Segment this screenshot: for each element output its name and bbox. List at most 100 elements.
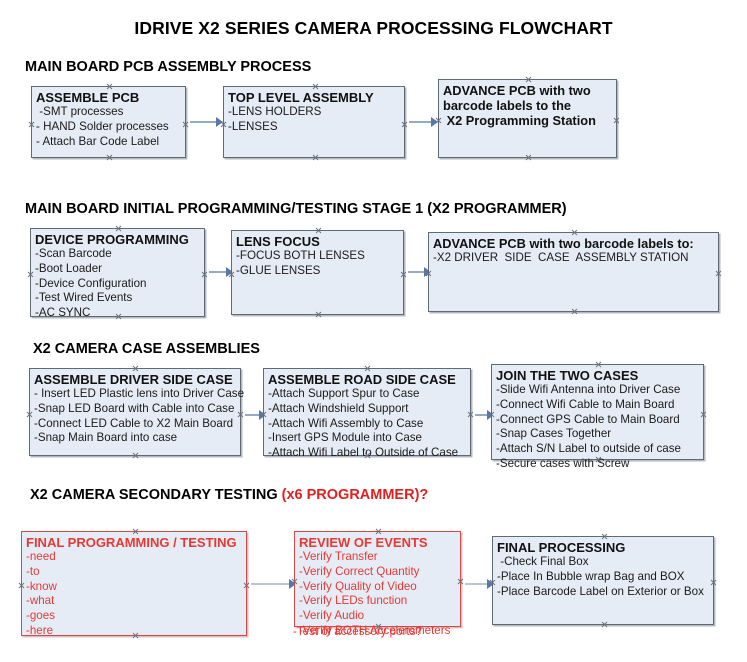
connector-handle-right[interactable] [700, 411, 707, 418]
node-body: -Check Final Box -Place In Bubble wrap B… [497, 555, 709, 599]
node-line: -Verify LEDs function [299, 594, 408, 608]
node-device-programming[interactable]: DEVICE PROGRAMMING -Scan Barcode -Boot L… [27, 225, 208, 319]
node-final-programming-testing[interactable]: FINAL PROGRAMMING / TESTING -need -to -k… [18, 528, 250, 637]
node-title: ADVANCE PCB with two barcode labels to t… [443, 83, 596, 129]
node-title: LENS FOCUS [236, 234, 320, 249]
connector-handle-top[interactable] [375, 528, 382, 535]
connector-review-to-final-processing [465, 583, 493, 585]
connector-handle-bottom[interactable] [601, 621, 608, 628]
connector-handle-right[interactable] [715, 270, 722, 277]
section-heading-x2-camera-case-assemblies: X2 CAMERA CASE ASSEMBLIES [33, 341, 260, 357]
connector-handle-right[interactable] [401, 121, 408, 128]
node-title: ADVANCE PCB with two barcode labels to: [433, 236, 694, 251]
connector-handle-top[interactable] [315, 227, 322, 234]
connector-handle-top[interactable] [595, 361, 602, 368]
node-advance-pcb-to-x2-programming-station[interactable]: ADVANCE PCB with two barcode labels to t… [438, 79, 617, 158]
section-heading-x2-camera-secondary-testing: X2 CAMERA SECONDARY TESTING (x6 PROGRAMM… [30, 487, 428, 503]
node-final-processing[interactable]: FINAL PROCESSING -Check Final Box -Place… [492, 536, 714, 625]
connector-handle-top[interactable] [525, 76, 532, 83]
connector-handle-top[interactable] [132, 365, 139, 372]
node-line: - Attach Bar Code Label [36, 134, 160, 148]
section-heading-accent: (x6 PROGRAMMER)? [281, 487, 429, 503]
node-line: -Insert GPS Module into Case [268, 431, 423, 445]
node-title: DEVICE PROGRAMMING [35, 232, 189, 247]
node-line: -Verify Correct Quantity [299, 565, 420, 579]
section-heading-text: MAIN BOARD INITIAL PROGRAMMING/TESTING S… [25, 201, 567, 217]
connector-handle-bottom[interactable] [312, 154, 319, 161]
node-body: -SMT processes - HAND Solder processes -… [36, 105, 181, 149]
connector-handle-left[interactable] [27, 271, 34, 278]
node-line: -LENS HOLDERS [228, 105, 322, 119]
connector-handle-bottom[interactable] [132, 452, 139, 459]
connector-road-case-to-join-cases [475, 414, 493, 416]
node-line: -Snap Cases Together [496, 427, 612, 441]
connector-handle-right[interactable] [201, 271, 208, 278]
connector-handle-right[interactable] [613, 117, 620, 124]
connector-lens-focus-to-advance-pcb-case [408, 271, 430, 273]
connector-handle-top[interactable] [115, 225, 122, 232]
connector-handle-bottom[interactable] [571, 308, 578, 315]
node-line: -know [26, 579, 57, 593]
connector-handle-bottom[interactable] [315, 311, 322, 318]
connector-handle-top[interactable] [132, 528, 139, 535]
node-join-the-two-cases[interactable]: JOIN THE TWO CASES -Slide Wifi Antenna i… [491, 361, 707, 470]
node-line: -need [26, 550, 56, 564]
node-line: -Secure cases with Screw [496, 456, 630, 470]
node-line: -here [26, 623, 54, 637]
node-title: FINAL PROGRAMMING / TESTING [26, 535, 237, 550]
node-line: -Slide Wifi Antenna into Driver Case [496, 383, 681, 397]
connector-driver-case-to-road-case [245, 414, 265, 416]
node-assemble-driver-side-case[interactable]: ASSEMBLE DRIVER SIDE CASE - Insert LED P… [26, 365, 244, 459]
node-body: -Slide Wifi Antenna into Driver Case -Co… [496, 383, 699, 471]
connector-handle-top[interactable] [106, 83, 113, 90]
connector-arrowhead [487, 410, 494, 420]
connector-arrowhead [424, 267, 431, 277]
connector-final-programming-to-review [251, 583, 295, 585]
connector-arrowhead [487, 579, 494, 589]
node-line: -Place Barcode Label on Exterior or Box [497, 584, 704, 598]
node-body: -FOCUS BOTH LENSES -GLUE LENSES [236, 249, 399, 278]
node-line: -Attach S/N Label to outside of case [496, 442, 681, 456]
connector-handle-right[interactable] [237, 411, 244, 418]
connector-handle-left[interactable] [28, 121, 35, 128]
node-title: REVIEW OF EVENTS [299, 535, 428, 550]
connector-handle-right[interactable] [400, 271, 407, 278]
node-overflow-line: -Test of accessory ports? [293, 625, 422, 638]
connector-handle-right[interactable] [467, 411, 474, 418]
node-assemble-pcb[interactable]: ASSEMBLE PCB -SMT processes - HAND Solde… [31, 86, 186, 158]
node-line: -Attach Wifi Label to Outside of Case [268, 446, 459, 460]
connector-handle-left[interactable] [18, 582, 25, 589]
node-line: - HAND Solder processes [36, 120, 169, 134]
section-heading-text: MAIN BOARD PCB ASSEMBLY PROCESS [25, 59, 312, 75]
node-title: ASSEMBLE ROAD SIDE CASE [268, 372, 456, 387]
connector-handle-right[interactable] [182, 121, 189, 128]
connector-handle-top[interactable] [571, 229, 578, 236]
node-line: -Device Configuration [35, 276, 147, 290]
node-title: JOIN THE TWO CASES [496, 368, 639, 383]
connector-handle-right[interactable] [710, 579, 717, 586]
connector-handle-top[interactable] [312, 83, 319, 90]
node-line: -Boot Loader [35, 262, 103, 276]
connector-handle-right[interactable] [243, 582, 250, 589]
node-top-level-assembly[interactable]: TOP LEVEL ASSEMBLY -LENS HOLDERS -LENSES [223, 86, 405, 158]
connector-handle-bottom[interactable] [525, 154, 532, 161]
connector-handle-bottom[interactable] [106, 154, 113, 161]
node-line: -Attach Windshield Support [268, 402, 409, 416]
connector-handle-top[interactable] [601, 533, 608, 540]
node-review-of-events[interactable]: REVIEW OF EVENTS -Verify Transfer -Verif… [293, 528, 464, 638]
connector-handle-left[interactable] [26, 411, 33, 418]
node-line: -Connect GPS Cable to Main Board [496, 412, 680, 426]
node-title: FINAL PROCESSING [497, 540, 626, 555]
node-advance-pcb-to-case-assembly-station[interactable]: ADVANCE PCB with two barcode labels to: … [428, 232, 719, 312]
node-lens-focus[interactable]: LENS FOCUS -FOCUS BOTH LENSES -GLUE LENS… [231, 230, 404, 315]
node-line: -Verify Quality of Video [299, 579, 417, 593]
node-body: -Attach Support Spur to Case -Attach Win… [268, 387, 466, 461]
section-heading-main-board-pcb-assembly-process: MAIN BOARD PCB ASSEMBLY PROCESS [25, 59, 311, 75]
node-line: -Verify BOTH Accelerometers [299, 623, 451, 637]
node-assemble-road-side-case[interactable]: ASSEMBLE ROAD SIDE CASE -Attach Support … [263, 365, 474, 459]
connector-handle-top[interactable] [364, 365, 371, 372]
connector-handle-right[interactable] [457, 578, 464, 585]
node-body: -Scan Barcode -Boot Loader -Device Confi… [35, 247, 200, 321]
node-line: -Snap LED Board with Cable into Case [34, 402, 235, 416]
node-line: -Attach Wifi Assembly to Case [268, 416, 424, 430]
